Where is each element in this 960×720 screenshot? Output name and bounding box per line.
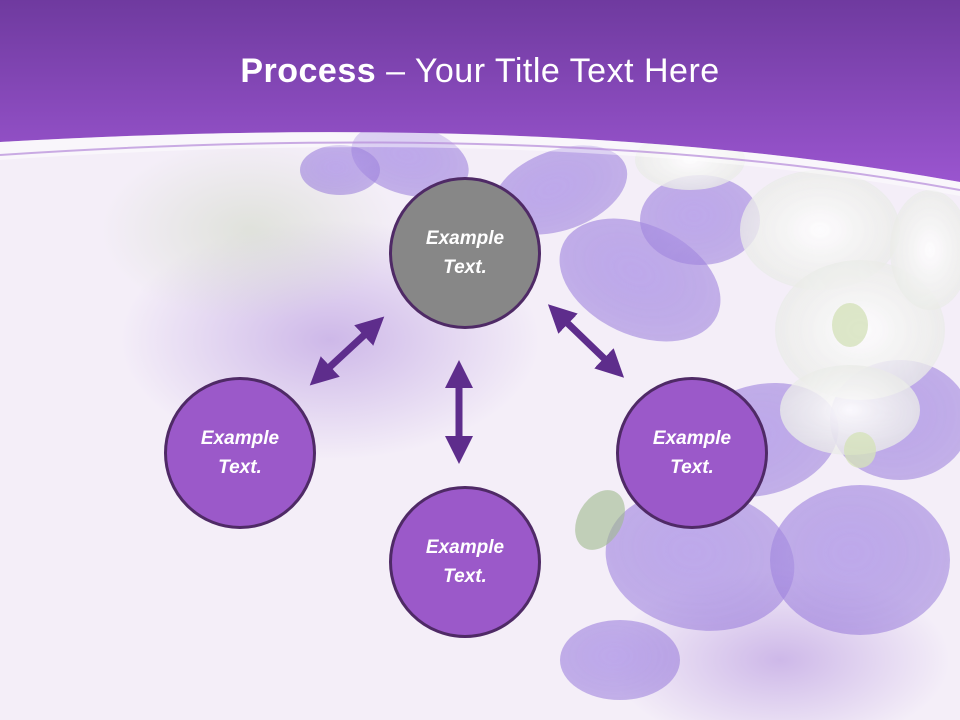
slide-title: Process – Your Title Text Here [0,52,960,91]
title-bold: Process [240,52,377,90]
node-bottom: Example Text. [389,486,541,638]
node-left-line2: Text. [218,457,262,478]
arrow-top-left [309,316,385,386]
node-right-line2: Text. [670,457,714,478]
arrow-top-right [547,304,625,378]
node-bottom-line2: Text. [443,566,487,587]
node-top-line2: Text. [443,257,487,278]
node-left: Example Text. [164,377,316,529]
node-bottom-line1: Example [425,537,505,558]
title-rest: – Your Title Text Here [376,52,720,90]
node-right: Example Text. [616,377,768,529]
node-top: Example Text. [389,177,541,329]
node-top-line1: Example [425,228,505,249]
node-right-line1: Example [652,428,732,449]
node-left-line1: Example [200,428,280,449]
